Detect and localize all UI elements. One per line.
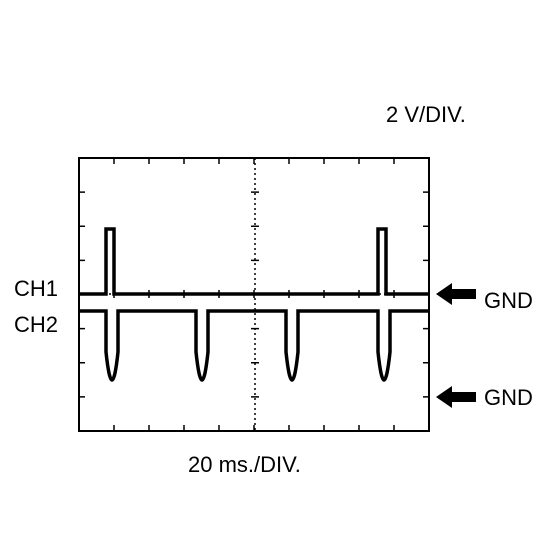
ch1-label: CH1 — [14, 276, 59, 301]
ch2-label: CH2 — [14, 312, 59, 337]
gnd-arrow-ch1 — [436, 283, 476, 305]
ch2-waveform — [79, 309, 429, 382]
volts-per-division-label: 2 V/DIV. — [386, 102, 466, 127]
gnd-label-ch1: GND — [484, 288, 533, 313]
gnd-label-ch2: GND — [484, 385, 533, 410]
time-per-division-label: 20 ms./DIV. — [188, 452, 301, 477]
ch1-waveform — [79, 227, 429, 296]
gnd-arrow-ch2 — [436, 386, 476, 408]
